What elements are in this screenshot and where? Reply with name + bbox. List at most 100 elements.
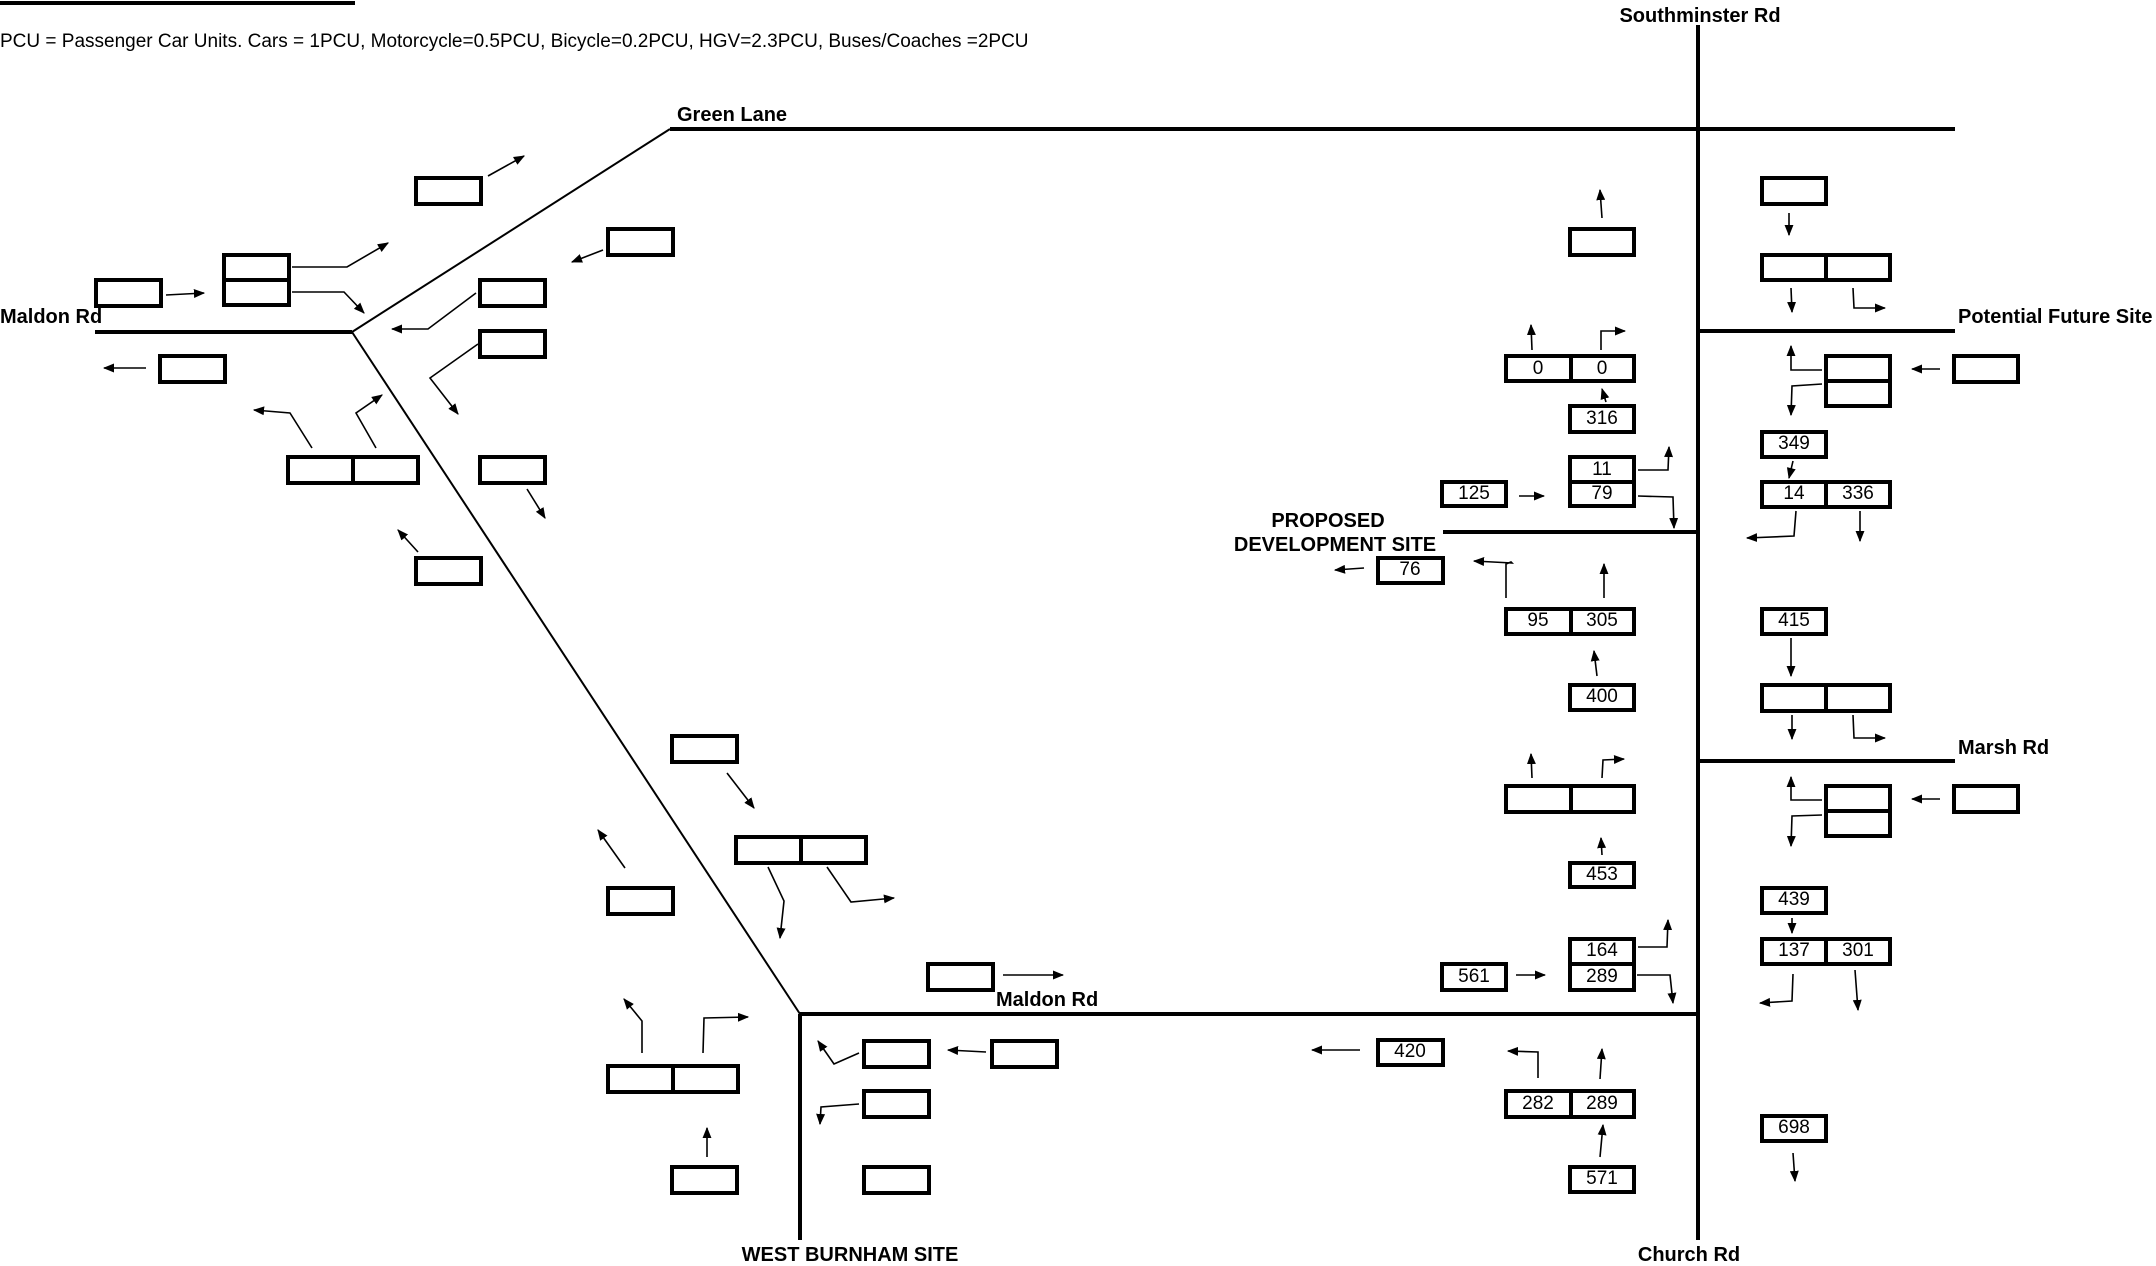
label-marsh-rd: Marsh Rd — [1958, 737, 2049, 759]
flow-box — [1568, 404, 1636, 434]
label-maldon-rd-west: Maldon Rd — [0, 306, 102, 328]
flow-box — [478, 278, 547, 308]
flow-box — [1824, 354, 1892, 383]
flow-value: 289 — [1586, 966, 1618, 987]
flow-box — [1952, 354, 2020, 384]
arrow — [726, 772, 755, 809]
arrow — [1852, 714, 1887, 743]
flow-box — [1568, 937, 1636, 966]
arrow — [1637, 974, 1677, 1005]
label-proposed-site-1: PROPOSED — [1271, 510, 1384, 532]
east-junction-boxes — [1376, 227, 1636, 1194]
flow-box — [1568, 480, 1636, 508]
flow-box — [1440, 962, 1508, 992]
arrow — [292, 242, 389, 268]
flow-value: 164 — [1586, 940, 1618, 961]
label-proposed-site-2: DEVELOPMENT SITE — [1234, 534, 1436, 556]
flow-value: 0 — [1597, 358, 1608, 379]
arrow — [1597, 1123, 1607, 1158]
flow-box — [1952, 784, 2020, 814]
flow-box — [1824, 937, 1892, 966]
label-maldon-rd-south: Maldon Rd — [996, 989, 1098, 1011]
flow-box — [1760, 480, 1828, 509]
arrow — [526, 488, 546, 519]
flow-value: 415 — [1778, 610, 1810, 631]
flow-box — [414, 176, 483, 206]
arrow — [390, 292, 477, 334]
flow-value: 316 — [1586, 408, 1618, 429]
flow-box — [799, 835, 868, 865]
flow-box — [1568, 861, 1636, 889]
flow-box — [1569, 1089, 1636, 1119]
flow-box — [1760, 253, 1828, 282]
label-west-burnham-site: WEST BURNHAM SITE — [742, 1244, 959, 1266]
flow-box — [1569, 354, 1636, 383]
arrow — [1787, 287, 1797, 314]
arrow — [1601, 755, 1626, 779]
flow-box — [478, 329, 547, 359]
flow-box — [1760, 683, 1828, 713]
arrow — [487, 155, 525, 177]
flow-box — [1568, 1165, 1636, 1194]
pcu-note: PCU = Passenger Car Units. Cars = 1PCU, … — [0, 31, 1029, 52]
arrow — [1786, 383, 1823, 417]
flow-box — [1824, 379, 1892, 408]
flow-box — [1569, 784, 1636, 814]
arrow — [292, 291, 365, 314]
arrow — [702, 1012, 750, 1054]
arrow — [1786, 344, 1822, 371]
east-junction-arrows — [1310, 188, 1679, 1158]
arrow — [1758, 973, 1794, 1007]
flow-box — [734, 835, 803, 865]
flow-value: 137 — [1778, 940, 1810, 961]
flow-value: 349 — [1778, 433, 1810, 454]
arrow — [1600, 326, 1627, 350]
arrow — [570, 249, 604, 263]
road-network — [95, 25, 1955, 1240]
flow-box — [351, 455, 420, 485]
flow-box — [670, 1165, 739, 1195]
flow-box — [414, 556, 483, 586]
west-junction-arrows — [102, 155, 1065, 1157]
diagonal-link — [351, 331, 801, 1015]
far-east-junction-arrows — [1745, 213, 1940, 1183]
west-junction-boxes — [94, 176, 1059, 1195]
arrow — [1596, 188, 1606, 219]
flow-box — [606, 1064, 675, 1094]
flow-box — [606, 886, 675, 916]
arrow — [623, 998, 643, 1053]
arrow — [817, 1040, 860, 1065]
flow-box — [1568, 227, 1636, 257]
flow-value: 125 — [1458, 483, 1490, 504]
green-lane-link — [351, 128, 671, 333]
flow-value: 79 — [1591, 483, 1612, 504]
arrow — [1596, 1047, 1606, 1080]
flow-box — [1760, 430, 1828, 459]
arrow — [1526, 752, 1536, 779]
arrow — [165, 289, 206, 299]
arrow — [826, 866, 896, 904]
flow-box — [1760, 937, 1828, 966]
label-green-lane: Green Lane — [677, 104, 787, 126]
flow-box — [990, 1039, 1059, 1069]
flow-box — [1824, 683, 1892, 713]
flow-value: 11 — [1592, 459, 1612, 480]
flow-box — [94, 278, 163, 308]
arrow — [1789, 1152, 1799, 1183]
flow-box — [1824, 253, 1892, 282]
flow-value: 571 — [1586, 1168, 1618, 1189]
flow-box — [1568, 962, 1636, 992]
flow-box — [606, 227, 675, 257]
label-potential-future-site: Potential Future Site — [1958, 306, 2152, 328]
flow-box — [1376, 1038, 1445, 1067]
arrow — [946, 1046, 987, 1056]
arrow — [767, 866, 786, 940]
flow-box — [1824, 480, 1892, 509]
arrow — [397, 529, 419, 553]
flow-box — [478, 455, 547, 485]
flow-value: 305 — [1586, 610, 1618, 631]
flow-box — [1504, 1089, 1573, 1119]
arrow — [1786, 775, 1822, 801]
arrow — [1786, 814, 1823, 848]
